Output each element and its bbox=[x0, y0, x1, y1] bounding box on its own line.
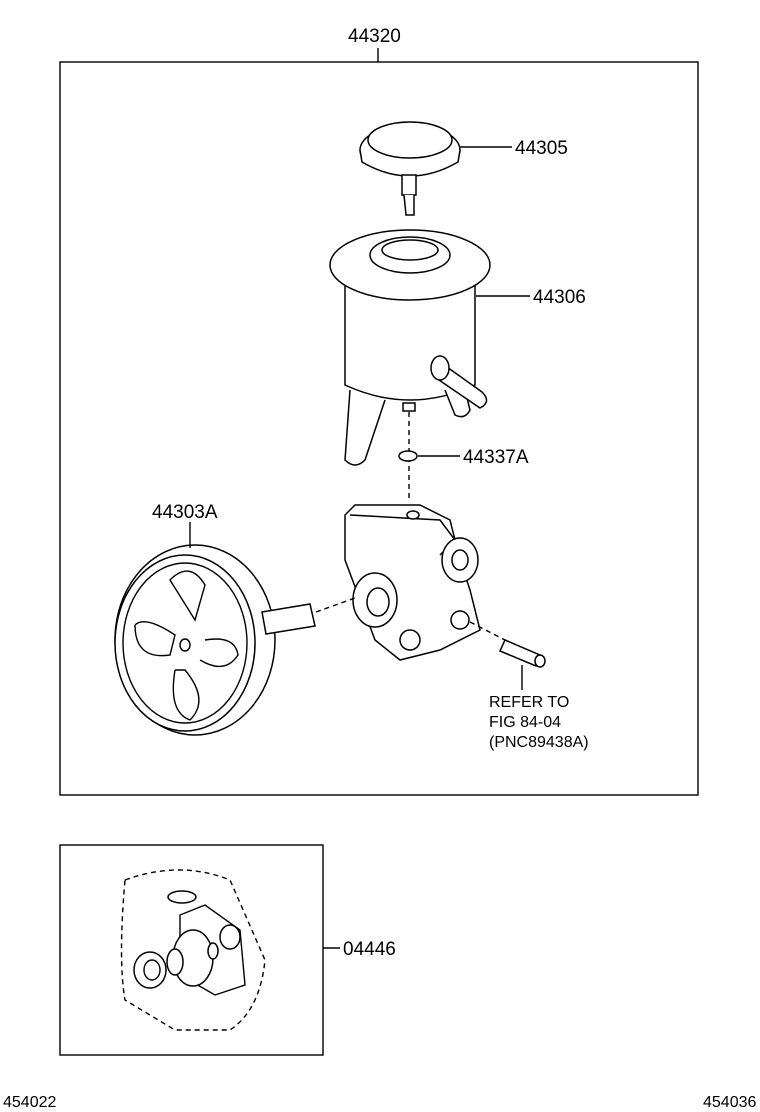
part-label-44303A[interactable]: 44303A bbox=[152, 502, 218, 523]
union-fitting[interactable] bbox=[498, 639, 546, 668]
reference-note-line-1[interactable]: REFER TO bbox=[489, 694, 569, 711]
footer-code-right: 454036 bbox=[703, 1094, 756, 1111]
o-ring[interactable] bbox=[398, 450, 418, 462]
reservoir-tank[interactable] bbox=[329, 229, 491, 466]
part-label-44305[interactable]: 44305 bbox=[515, 138, 568, 159]
assembly-dashed-line bbox=[315, 597, 356, 613]
part-label-04446[interactable]: 04446 bbox=[343, 939, 396, 960]
pulley[interactable] bbox=[114, 544, 316, 736]
footer-code-left: 454022 bbox=[3, 1094, 56, 1111]
reservoir-cap[interactable] bbox=[359, 121, 461, 216]
reference-note-line-2[interactable]: FIG 84-04 bbox=[489, 714, 561, 731]
gasket-kit[interactable] bbox=[120, 869, 266, 1031]
part-label-44337A[interactable]: 44337A bbox=[463, 447, 529, 468]
power-steering-pump[interactable] bbox=[344, 504, 481, 661]
assembly-dashed-line bbox=[469, 621, 506, 641]
gasket-kit-frame bbox=[59, 844, 324, 1056]
reference-note-line-3[interactable]: (PNC89438A) bbox=[489, 734, 589, 751]
assembly-frame bbox=[59, 61, 699, 796]
assembly-label[interactable]: 44320 bbox=[348, 26, 401, 47]
part-label-44306[interactable]: 44306 bbox=[533, 287, 586, 308]
